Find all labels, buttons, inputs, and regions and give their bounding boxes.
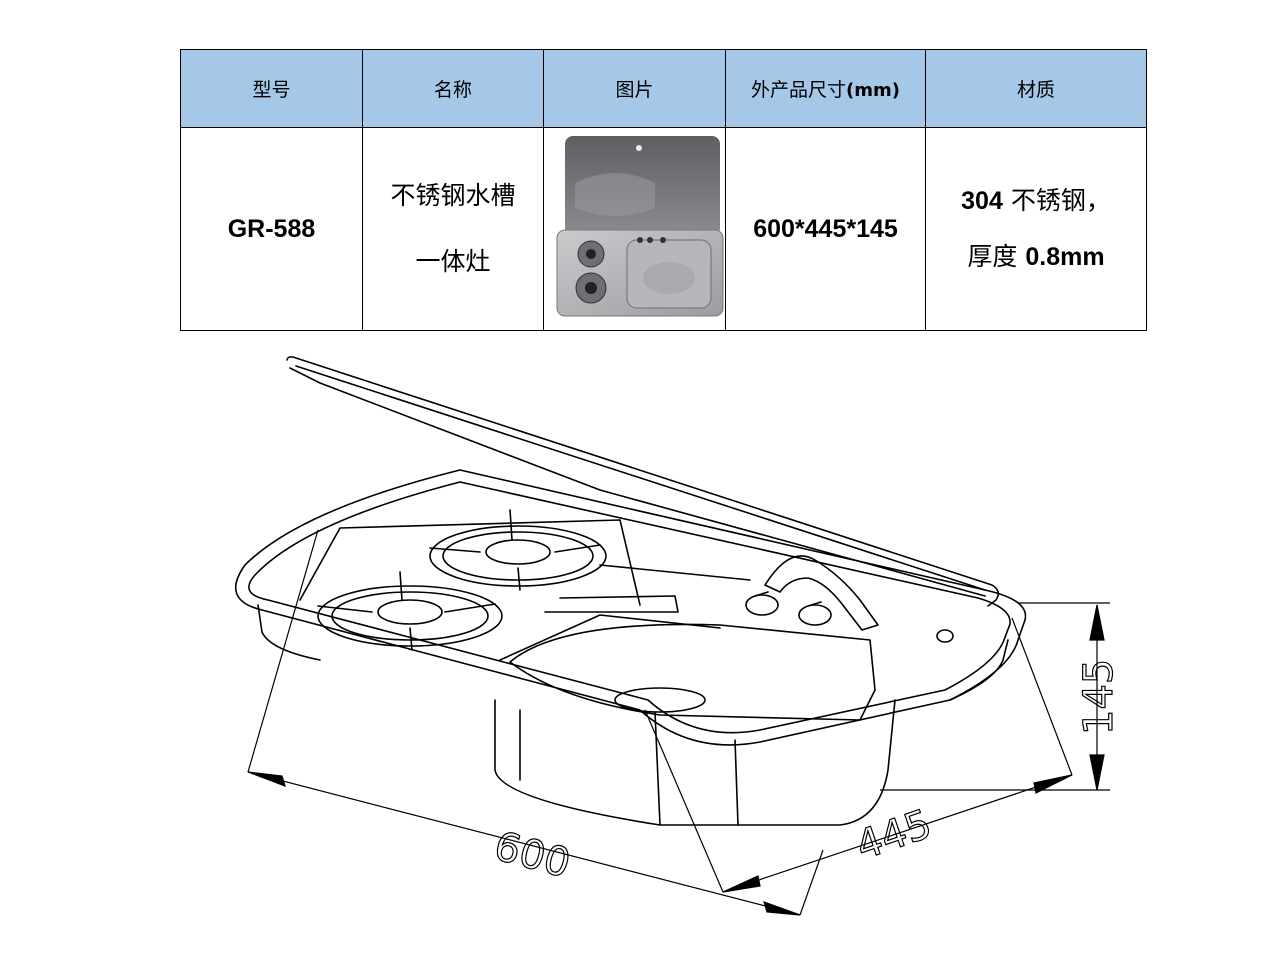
material-cell: 304 不锈钢， 厚度 0.8mm: [925, 127, 1147, 331]
hob-tray: [299, 519, 751, 661]
burner-rear: [429, 509, 607, 591]
dimension-145-line: [880, 602, 1110, 791]
lid-outline: [286, 356, 1000, 607]
name-cell: 不锈钢水槽 一体灶: [362, 127, 544, 331]
dimension-145-label: 145: [1076, 659, 1122, 735]
size-cell: 600*445*145: [725, 127, 926, 331]
water-tap: [764, 555, 954, 643]
dimension-445-label: 445: [850, 801, 937, 869]
product-photo-cell: [543, 127, 726, 331]
header-row: 型号 名称 图片 外产品尺寸(mm) 材质: [180, 49, 1147, 128]
header-material: 材质: [925, 49, 1147, 128]
header-size-unit: (mm): [846, 80, 900, 101]
material-line-1: 304 不锈钢，: [961, 186, 1111, 215]
sink-bowl: [494, 623, 896, 826]
name-line-1: 不锈钢水槽: [390, 181, 516, 210]
header-picture: 图片: [543, 49, 726, 128]
dimension-600-label: 600: [489, 823, 575, 887]
control-knobs: [745, 591, 832, 626]
material-line-2: 厚度 0.8mm: [967, 242, 1105, 271]
table-row: GR-588 不锈钢水槽 一体灶: [180, 127, 1147, 331]
sink-rim: [234, 469, 1027, 746]
technical-drawing: 600 445 145: [234, 356, 1123, 916]
header-model: 型号: [180, 49, 363, 128]
product-photo: [556, 136, 723, 317]
burner-front: [317, 571, 503, 651]
model-cell: GR-588: [180, 127, 363, 331]
spec-table: 型号 名称 图片 外产品尺寸(mm) 材质 GR-588 不锈钢水槽 一体灶: [180, 49, 1147, 331]
dimension-600-line: [247, 529, 824, 916]
header-name: 名称: [362, 49, 544, 128]
header-size: 外产品尺寸(mm): [725, 49, 926, 128]
name-line-2: 一体灶: [415, 247, 491, 276]
dimension-445-line: [644, 617, 1073, 893]
